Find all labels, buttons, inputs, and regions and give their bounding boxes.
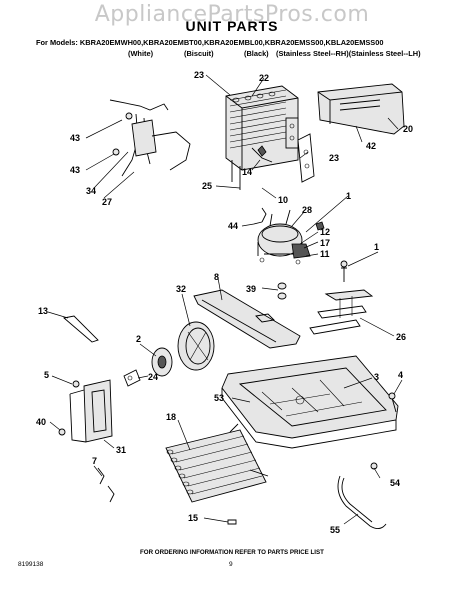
callout-39: 39 — [246, 284, 256, 294]
ordering-note: FOR ORDERING INFORMATION REFER TO PARTS … — [140, 549, 324, 556]
document-number: 8199138 — [18, 561, 44, 568]
callout-11: 11 — [320, 249, 330, 259]
callout-34: 34 — [86, 186, 96, 196]
page-number: 9 — [229, 561, 233, 568]
callout-43-lower: 43 — [70, 165, 80, 175]
callout-44: 44 — [228, 221, 238, 231]
drain-coil-drawing — [165, 423, 269, 503]
screw-drawing — [340, 260, 348, 282]
clip-7-drawing — [97, 467, 115, 503]
compressor-drawing — [257, 207, 325, 265]
callout-54: 54 — [390, 478, 400, 488]
variant-stainless: (Stainless Steel--RH)(Stainless Steel--L… — [276, 49, 421, 58]
variant-black: (Black) — [244, 49, 269, 58]
callout-15: 15 — [188, 513, 198, 523]
callout-25: 25 — [202, 181, 212, 191]
screw-4-drawing — [388, 392, 397, 413]
callout-43-upper: 43 — [70, 133, 80, 143]
callout-53: 53 — [214, 393, 224, 403]
callout-27: 27 — [102, 197, 112, 207]
callout-3: 3 — [374, 372, 379, 382]
callout-1-screw: 1 — [374, 242, 379, 252]
callout-55: 55 — [330, 525, 340, 535]
fan-shroud-drawing — [177, 321, 215, 371]
callout-13: 13 — [38, 306, 48, 316]
grommets-drawing — [253, 221, 287, 300]
callout-20: 20 — [403, 124, 413, 134]
bracket-drawing — [297, 133, 315, 183]
callout-8: 8 — [214, 272, 219, 282]
callout-28: 28 — [302, 205, 312, 215]
callout-1-compressor: 1 — [346, 191, 351, 201]
callout-18: 18 — [166, 412, 176, 422]
callout-40: 40 — [36, 417, 46, 427]
leader-lines — [47, 74, 403, 525]
callout-23-right-bracket: 23 — [329, 153, 339, 163]
wire-13-drawing — [63, 315, 99, 343]
variant-white: (White) — [128, 49, 154, 58]
callout-26: 26 — [396, 332, 406, 342]
motor-bracket-drawing — [58, 379, 113, 443]
callout-14: 14 — [242, 167, 252, 177]
callout-5: 5 — [44, 370, 49, 380]
base-pan-drawing — [221, 355, 399, 449]
drain-hose-drawing — [337, 475, 387, 529]
callout-31: 31 — [116, 445, 126, 455]
callout-17: 17 — [320, 238, 330, 248]
wiring-harness-drawing — [109, 99, 191, 177]
screw-15-drawing — [227, 519, 237, 525]
callout-23-condenser-bracket: 23 — [194, 70, 204, 80]
clip-assembly-drawing — [309, 289, 374, 335]
screw-54-drawing — [370, 462, 378, 470]
models-line: For Models: KBRA20EMWH00,KBRA20EMBT00,KB… — [36, 38, 384, 47]
callout-24: 24 — [148, 372, 158, 382]
callout-10: 10 — [278, 195, 288, 205]
callout-12: 12 — [320, 227, 330, 237]
duct-drawing — [317, 83, 405, 135]
fan-bracket-drawing — [193, 289, 301, 349]
callout-2: 2 — [136, 334, 141, 344]
fan-motor-drawing — [123, 347, 173, 387]
callout-4: 4 — [398, 370, 403, 380]
condenser-drawing — [225, 85, 299, 190]
callout-labels: 23 22 20 43 42 23 43 14 34 27 25 10 1 44… — [36, 70, 413, 535]
callout-42: 42 — [366, 141, 376, 151]
callout-32: 32 — [176, 284, 186, 294]
page-title: UNIT PARTS — [185, 18, 279, 34]
callout-22: 22 — [259, 73, 269, 83]
watermark: AppliancePartsPros.com — [94, 2, 370, 27]
callout-7: 7 — [92, 456, 97, 466]
variant-biscuit: (Biscuit) — [184, 49, 214, 58]
